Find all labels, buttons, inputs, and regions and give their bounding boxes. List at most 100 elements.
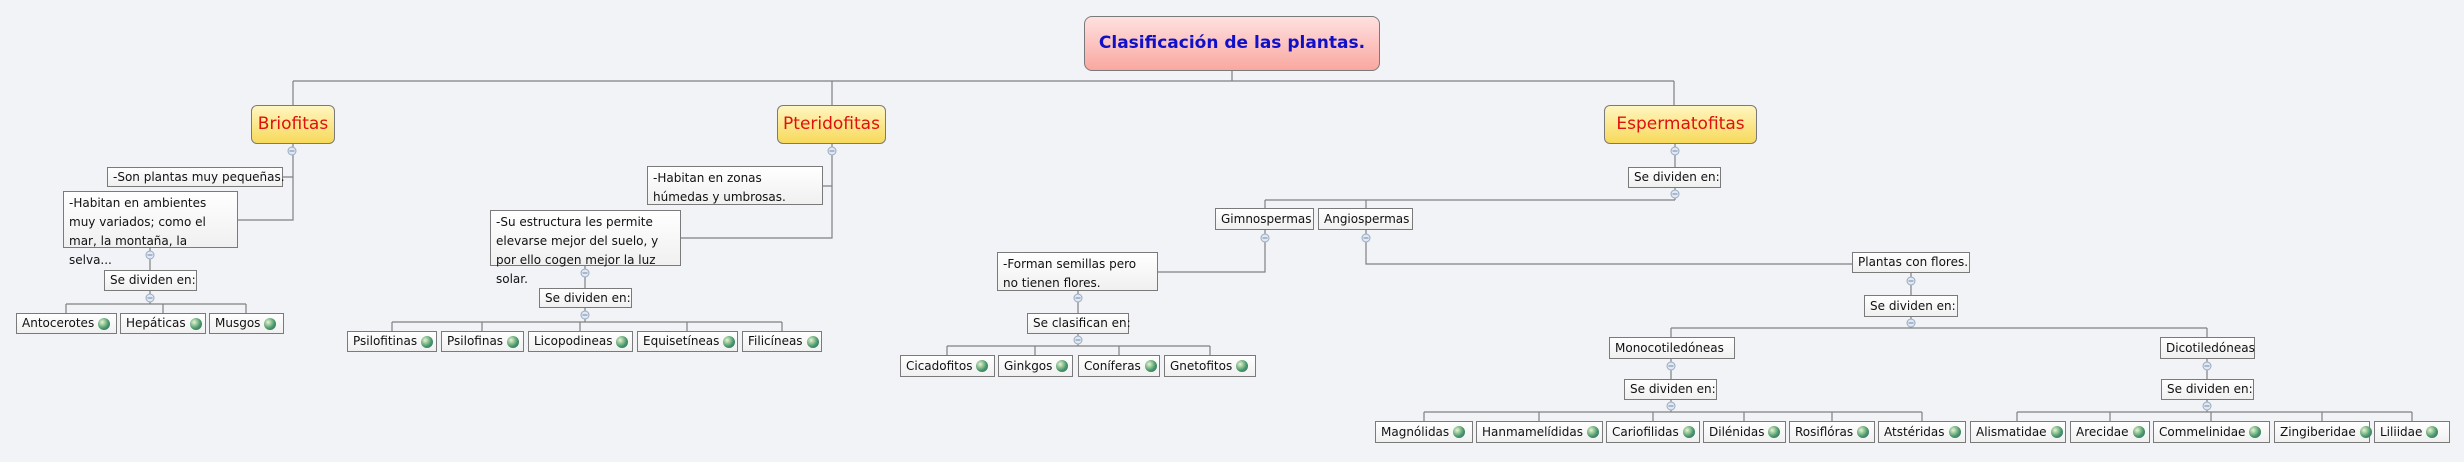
- globe-icon: [1682, 426, 1695, 438]
- globe-icon: [2249, 426, 2262, 438]
- leaf-topic[interactable]: Hepáticas: [120, 313, 206, 334]
- leaf-topic[interactable]: Gnetofitos: [1164, 355, 1256, 377]
- leaf-label: Cariofilidas: [1612, 424, 1679, 439]
- leaf-topic[interactable]: Ginkgos: [998, 355, 1073, 377]
- globe-icon: [1144, 360, 1157, 372]
- leaf-topic[interactable]: Filicíneas: [742, 331, 822, 352]
- collapse-minus-icon[interactable]: [1666, 361, 1676, 371]
- leaf-topic[interactable]: Cicadofitos: [900, 355, 995, 377]
- pteridofitas-divide[interactable]: Se dividen en:: [539, 288, 632, 308]
- leaf-label: Hepáticas: [126, 316, 186, 330]
- root-topic[interactable]: Clasificación de las plantas.: [1084, 16, 1380, 71]
- leaf-topic[interactable]: Antocerotes: [16, 313, 117, 334]
- topic-espermatofitas[interactable]: Espermatofitas: [1604, 105, 1757, 144]
- note-pteridofitas-habitat[interactable]: -Habitan en zonas húmedas y umbrosas.: [647, 166, 823, 205]
- globe-icon: [1236, 360, 1249, 372]
- collapse-minus-icon[interactable]: [145, 250, 155, 260]
- leaf-label: Ginkgos: [1004, 358, 1053, 373]
- leaf-label: Hanmamelídidas: [1482, 424, 1583, 439]
- note-pteridofitas-structure[interactable]: -Su estructura les permite elevarse mejo…: [490, 210, 681, 286]
- leaf-label: Coníferas: [1084, 358, 1141, 373]
- globe-icon: [1857, 426, 1870, 438]
- dico-divide[interactable]: Se dividen en:: [2161, 379, 2254, 400]
- leaf-topic[interactable]: Alismatidae: [1970, 421, 2066, 443]
- gimnospermas-classify[interactable]: Se clasifican en:: [1027, 313, 1131, 334]
- leaf-label: Psilofitinas: [353, 334, 418, 348]
- collapse-minus-icon[interactable]: [1260, 233, 1270, 243]
- globe-icon: [1586, 426, 1599, 438]
- mono-divide[interactable]: Se dividen en:: [1624, 379, 1717, 400]
- leaf-label: Antocerotes: [22, 316, 95, 330]
- leaf-label: Psilofinas: [447, 334, 504, 348]
- note-briofitas-size[interactable]: -Son plantas muy pequeñas.: [107, 167, 285, 187]
- leaf-topic[interactable]: Rosiflóras: [1789, 421, 1875, 443]
- leaf-label: Rosiflóras: [1795, 424, 1854, 439]
- globe-icon: [616, 335, 629, 348]
- note-gimnospermas[interactable]: -Forman semillas pero no tienen flores.: [997, 252, 1158, 291]
- leaf-label: Commelinidae: [2159, 424, 2246, 439]
- collapse-minus-icon[interactable]: [287, 146, 297, 156]
- leaf-label: Liliidae: [2380, 424, 2423, 439]
- note-angiospermas[interactable]: Plantas con flores.: [1852, 252, 1970, 273]
- globe-icon: [1768, 426, 1781, 438]
- globe-icon: [264, 317, 277, 330]
- collapse-minus-icon[interactable]: [1670, 146, 1680, 156]
- topic-briofitas[interactable]: Briofitas: [251, 105, 335, 144]
- collapse-minus-icon[interactable]: [2202, 401, 2212, 411]
- leaf-topic[interactable]: Equisetíneas: [637, 331, 738, 352]
- collapse-minus-icon[interactable]: [1666, 401, 1676, 411]
- globe-icon: [98, 317, 111, 330]
- leaf-topic[interactable]: Musgos: [209, 313, 284, 334]
- topic-dicotiledoneas[interactable]: Dicotiledóneas: [2160, 337, 2255, 359]
- leaf-topic[interactable]: Atstéridas: [1878, 421, 1966, 443]
- topic-monocotiledoneas[interactable]: Monocotiledóneas: [1609, 337, 1735, 359]
- collapse-minus-icon[interactable]: [827, 146, 837, 156]
- collapse-minus-icon[interactable]: [580, 268, 590, 278]
- leaf-topic[interactable]: Licopodineas: [528, 331, 633, 352]
- leaf-label: Dilénidas: [1709, 424, 1765, 439]
- globe-icon: [1948, 426, 1961, 438]
- collapse-minus-icon[interactable]: [1361, 233, 1371, 243]
- leaf-topic[interactable]: Dilénidas: [1703, 421, 1786, 443]
- collapse-minus-icon[interactable]: [580, 310, 590, 320]
- collapse-minus-icon[interactable]: [1073, 293, 1083, 303]
- topic-angiospermas[interactable]: Angiospermas: [1318, 208, 1413, 230]
- leaf-label: Musgos: [215, 316, 261, 330]
- leaf-topic[interactable]: Zingiberidae: [2274, 421, 2372, 443]
- leaf-topic[interactable]: Cariofilidas: [1606, 421, 1700, 443]
- leaf-topic[interactable]: Psilofinas: [441, 331, 524, 352]
- angiospermas-divide[interactable]: Se dividen en:: [1864, 295, 1958, 317]
- collapse-minus-icon[interactable]: [1670, 189, 1680, 199]
- leaf-topic[interactable]: Hanmamelídidas: [1476, 421, 1603, 443]
- leaf-topic[interactable]: Liliidae: [2374, 421, 2450, 443]
- globe-icon: [2050, 426, 2063, 438]
- globe-icon: [1453, 426, 1466, 438]
- leaf-topic[interactable]: Psilofitinas: [347, 331, 437, 352]
- leaf-label: Gnetofitos: [1170, 358, 1233, 373]
- collapse-minus-icon[interactable]: [145, 293, 155, 303]
- leaf-label: Zingiberidae: [2280, 424, 2356, 439]
- collapse-minus-icon[interactable]: [1906, 276, 1916, 286]
- leaf-topic[interactable]: Commelinidae: [2153, 421, 2270, 443]
- collapse-minus-icon[interactable]: [1073, 335, 1083, 345]
- globe-icon: [1056, 360, 1069, 372]
- espermatofitas-divide[interactable]: Se dividen en:: [1628, 167, 1721, 188]
- topic-pteridofitas[interactable]: Pteridofitas: [777, 105, 886, 144]
- globe-icon: [2426, 426, 2439, 438]
- leaf-label: Atstéridas: [1884, 424, 1945, 439]
- leaf-topic[interactable]: Arecidae: [2070, 421, 2150, 443]
- leaf-label: Arecidae: [2076, 424, 2129, 439]
- leaf-label: Equisetíneas: [643, 334, 720, 348]
- note-briofitas-habitat[interactable]: -Habitan en ambientes muy variados; como…: [63, 191, 238, 267]
- globe-icon: [806, 335, 819, 348]
- leaf-label: Alismatidae: [1976, 424, 2047, 439]
- briofitas-divide[interactable]: Se dividen en:: [104, 270, 197, 291]
- leaf-topic[interactable]: Magnólidas: [1375, 421, 1473, 443]
- topic-gimnospermas[interactable]: Gimnospermas: [1215, 208, 1314, 230]
- globe-icon: [421, 335, 434, 348]
- leaf-label: Magnólidas: [1381, 424, 1450, 439]
- collapse-minus-icon[interactable]: [1906, 318, 1916, 328]
- collapse-minus-icon[interactable]: [2202, 361, 2212, 371]
- globe-icon: [507, 335, 520, 348]
- leaf-topic[interactable]: Coníferas: [1078, 355, 1160, 377]
